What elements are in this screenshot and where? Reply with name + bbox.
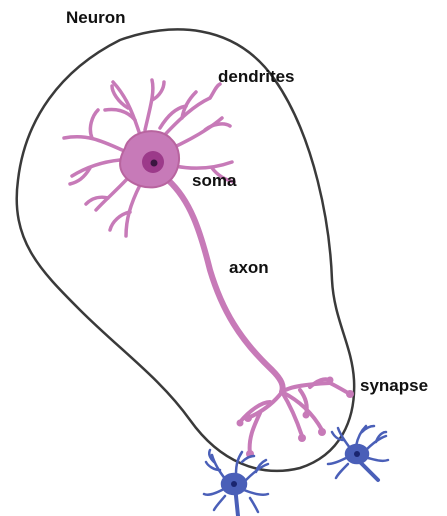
label-dendrites: dendrites bbox=[218, 67, 295, 87]
label-axon: axon bbox=[229, 258, 269, 278]
axon-terminals bbox=[240, 379, 350, 454]
diagram-title: Neuron bbox=[66, 8, 126, 28]
neighbor-neuron-right bbox=[328, 426, 388, 480]
label-soma: soma bbox=[192, 171, 236, 191]
axon-shaft bbox=[168, 180, 283, 392]
label-synapse: synapse bbox=[360, 376, 428, 396]
nucleolus bbox=[151, 160, 158, 167]
main-neuron bbox=[64, 80, 354, 458]
